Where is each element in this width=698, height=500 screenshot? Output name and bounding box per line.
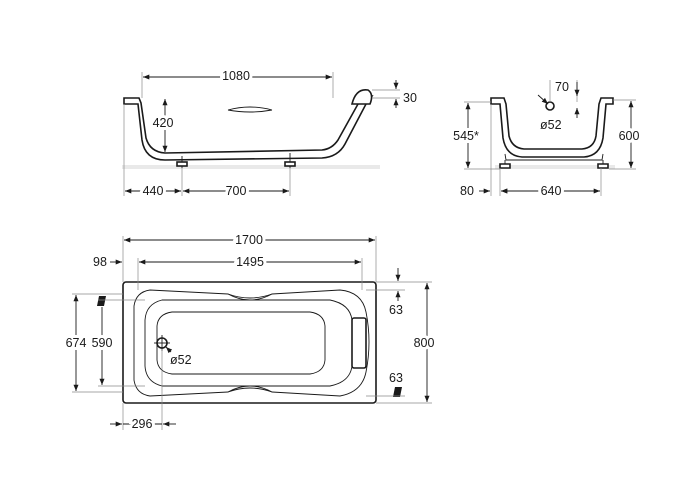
dim-end-dia-label: ø52 — [540, 118, 562, 132]
dim-545-label: 545* — [453, 129, 479, 143]
end-tub-body — [490, 97, 614, 158]
side-floor-line — [122, 165, 380, 169]
plan-waste-fitting — [154, 335, 170, 351]
dim-700-label: 700 — [226, 184, 247, 198]
dim-80-label: 80 — [460, 184, 474, 198]
side-handle-recess — [227, 106, 273, 113]
dim-98-label: 98 — [93, 255, 107, 269]
plan-inner-rim — [133, 289, 370, 397]
end-elevation-view: 70 ø52 545* 600 80 640 — [450, 80, 642, 201]
dim-63-top-label: 63 — [389, 303, 403, 317]
dim-1700-label: 1700 — [235, 233, 263, 247]
end-waste-leader — [537, 94, 549, 105]
dim-590-label: 590 — [92, 336, 113, 350]
dim-440-label: 440 — [143, 184, 164, 198]
dim-1080-label: 1080 — [222, 69, 250, 83]
plan-handle-top — [227, 293, 273, 301]
dim-63-bottom-label: 63 — [389, 371, 403, 385]
dim-70-label: 70 — [555, 80, 569, 94]
plan-basin-floor — [156, 311, 326, 375]
side-elevation-view: 1080 420 30 440 700 — [122, 66, 417, 201]
dim-30-label: 30 — [403, 91, 417, 105]
side-feet — [176, 153, 296, 168]
plan-clip-top-left — [97, 296, 106, 306]
dim-640-label: 640 — [541, 184, 562, 198]
dim-296-label: 296 — [132, 417, 153, 431]
plan-basin — [144, 299, 353, 387]
dim-plan-dia-label: ø52 — [170, 353, 192, 367]
dim-600-label: 600 — [619, 129, 640, 143]
dim-420-label: 420 — [153, 116, 174, 130]
plan-clip-bottom-right — [393, 387, 402, 397]
dim-1495-label: 1495 — [236, 255, 264, 269]
dim-800-label: 800 — [414, 336, 435, 350]
dim-674-label: 674 — [66, 336, 87, 350]
plan-headrest — [351, 317, 367, 369]
plan-view: ø52 1700 1495 98 800 63 63 674 — [63, 230, 438, 434]
end-floor-line — [495, 165, 615, 169]
side-headrest — [350, 88, 373, 105]
plan-handle-bottom — [227, 385, 273, 393]
